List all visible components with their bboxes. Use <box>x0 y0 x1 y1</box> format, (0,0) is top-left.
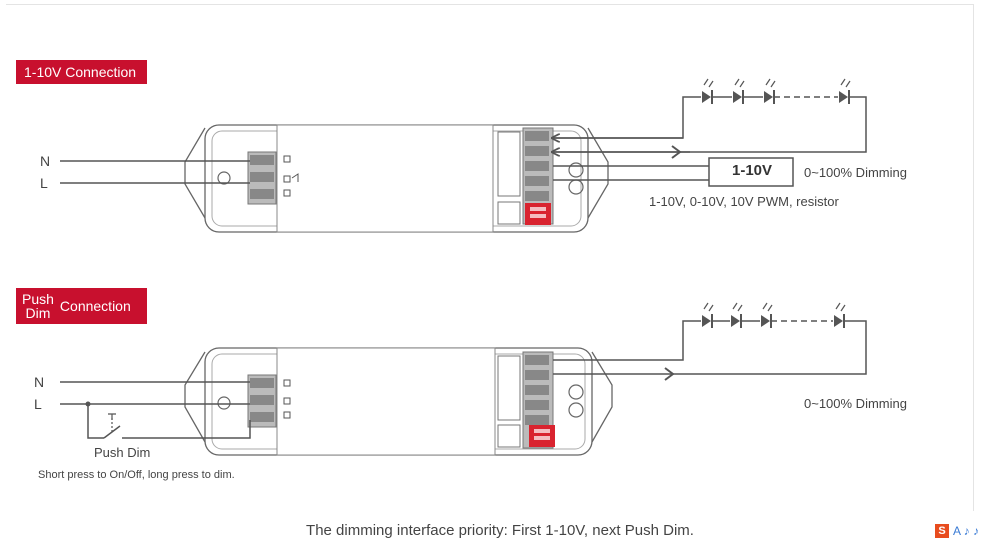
signal-types-text: 1-10V, 0-10V, 10V PWM, resistor <box>649 194 839 209</box>
top-controller <box>184 124 609 233</box>
top-badge-label: 1-10V Connection <box>24 64 137 80</box>
badge-stack-bottom: Dim <box>25 305 51 321</box>
badge-stack: Push Dim <box>22 292 54 320</box>
top-wiring <box>60 78 867 187</box>
bottom-section-badge: Push Dim Connection <box>16 288 147 324</box>
bottom-dimming-text: 0~100% Dimming <box>804 396 907 411</box>
bottom-wiring <box>60 302 867 439</box>
top-line-n-label: N <box>40 153 51 169</box>
top-dimming-text: 0~100% Dimming <box>804 165 907 180</box>
badge-stack-top: Push <box>22 291 54 307</box>
input-box-label: 1-10V <box>731 162 773 179</box>
top-section-badge: 1-10V Connection <box>16 60 147 84</box>
priority-caption: The dimming interface priority: First 1-… <box>306 522 694 539</box>
top-line-l-label: L <box>40 175 48 191</box>
watermark-logo: S A ♪ ♪ <box>935 524 979 538</box>
badge-side-label: Connection <box>59 298 131 314</box>
bottom-line-l-label: L <box>34 396 42 412</box>
bottom-line-n-label: N <box>34 374 45 390</box>
input-box-outline <box>708 157 794 187</box>
bottom-controller <box>184 347 613 456</box>
push-dim-label: Push Dim <box>94 445 151 460</box>
panel-border <box>6 4 974 511</box>
logo-icon: S <box>935 524 949 538</box>
logo-text: A ♪ ♪ <box>953 524 980 538</box>
push-dim-note: Short press to On/Off, long press to dim… <box>38 469 235 481</box>
